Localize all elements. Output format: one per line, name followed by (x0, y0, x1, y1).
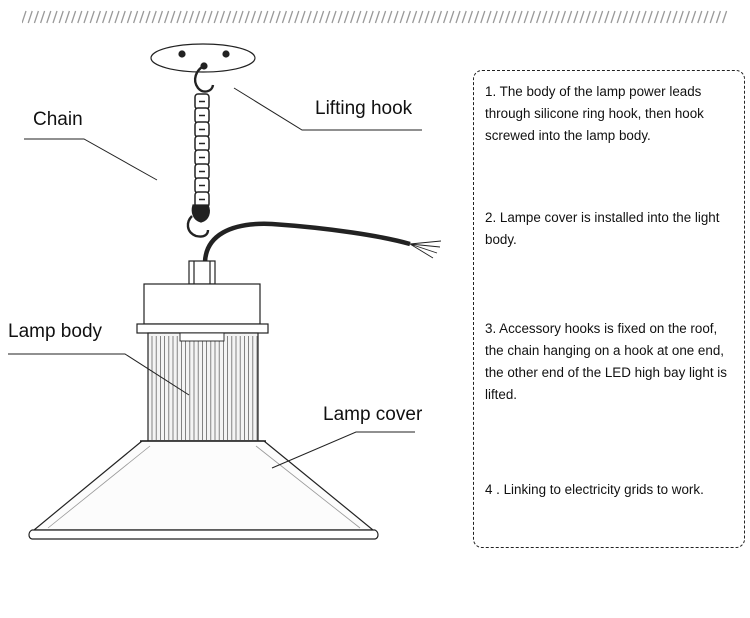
installation-steps-box: 1. The body of the lamp power leads thro… (473, 70, 745, 548)
lamp-cover (32, 440, 375, 531)
lamp-illustration (8, 43, 442, 540)
power-cable (202, 221, 411, 263)
lower-hook (186, 215, 210, 238)
lamp-body-leader (8, 353, 190, 396)
chain (194, 93, 210, 208)
chain-leader (24, 138, 158, 181)
lifting-hook-leader (233, 87, 422, 131)
heatsink (147, 332, 259, 442)
step-2: 2. Lampe cover is installed into the lig… (485, 210, 720, 247)
driver-housing (143, 283, 261, 325)
lamp-cover-label: Lamp cover (323, 404, 423, 425)
hatch-divider (22, 10, 728, 24)
lamp-cover-leader (271, 431, 415, 469)
step-3: 3. Accessory hooks is fixed on the roof,… (485, 321, 727, 402)
chain-label: Chain (33, 109, 83, 130)
cable-gland (188, 260, 216, 285)
lifting-hook (193, 64, 215, 93)
ceiling-plate (150, 43, 256, 73)
lifting-hook-label: Lifting hook (315, 98, 413, 119)
step-1: 1. The body of the lamp power leads thro… (485, 84, 704, 143)
step-4: 4 . Linking to electricity grids to work… (485, 482, 704, 497)
lamp-body-label: Lamp body (8, 321, 103, 342)
